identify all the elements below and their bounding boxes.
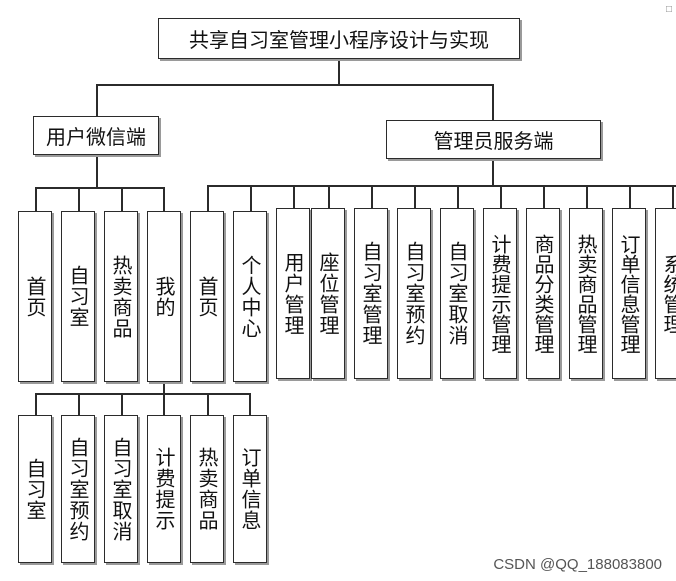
admin-module-system: 系统管理 (655, 208, 676, 379)
connector-line (35, 187, 165, 189)
admin-module-home: 首页 (190, 211, 224, 382)
connector-line (293, 185, 295, 209)
mine-sub-reservation: 自习室预约 (61, 415, 95, 563)
admin-module-reservations: 自习室预约 (397, 208, 431, 379)
connector-line (500, 185, 502, 209)
admin-module-study-rooms: 自习室管理 (354, 208, 388, 379)
admin-module-billing: 计费提示管理 (483, 208, 517, 379)
mine-sub-cancel: 自习室取消 (104, 415, 138, 563)
user-module-hot-products: 热卖商品 (104, 211, 138, 382)
admin-module-profile: 个人中心 (233, 211, 267, 382)
connector-line (121, 187, 123, 212)
connector-line (96, 84, 98, 118)
connector-line (629, 185, 631, 209)
mine-sub-orders: 订单信息 (233, 415, 267, 563)
connector-line (457, 185, 459, 209)
corner-mark-icon (666, 6, 672, 12)
connector-line (207, 393, 209, 415)
admin-branch-node: 管理员服务端 (386, 120, 601, 159)
user-module-home: 首页 (18, 211, 52, 382)
connector-line (163, 393, 165, 415)
admin-module-hot-products: 热卖商品管理 (569, 208, 603, 379)
user-branch-node: 用户微信端 (33, 116, 159, 155)
mine-sub-study-room: 自习室 (18, 415, 52, 563)
connector-line (207, 185, 209, 212)
connector-line (250, 185, 252, 212)
connector-line (96, 84, 494, 86)
mine-sub-hot-products: 热卖商品 (190, 415, 224, 563)
connector-line (543, 185, 545, 209)
connector-line (492, 159, 494, 187)
admin-module-categories: 商品分类管理 (526, 208, 560, 379)
admin-module-orders: 订单信息管理 (612, 208, 646, 379)
root-node: 共享自习室管理小程序设计与实现 (158, 18, 520, 59)
connector-line (371, 185, 373, 209)
connector-line (35, 393, 37, 415)
mine-sub-billing: 计费提示 (147, 415, 181, 563)
user-module-study-room: 自习室 (61, 211, 95, 382)
admin-module-users: 用户管理 (276, 208, 310, 379)
connector-line (121, 393, 123, 415)
connector-line (414, 185, 416, 209)
connector-line (35, 393, 251, 395)
user-module-mine: 我的 (147, 211, 181, 382)
admin-module-cancellations: 自习室取消 (440, 208, 474, 379)
connector-line (163, 187, 165, 212)
watermark: CSDN @QQ_188083800 (493, 556, 662, 573)
connector-line (586, 185, 588, 209)
connector-line (35, 187, 37, 212)
connector-line (78, 393, 80, 415)
connector-line (78, 187, 80, 212)
admin-module-seats: 座位管理 (311, 208, 345, 379)
connector-line (672, 185, 674, 209)
connector-line (328, 185, 330, 209)
connector-line (207, 185, 676, 187)
connector-line (338, 59, 340, 86)
connector-line (249, 393, 251, 415)
connector-line (163, 381, 165, 395)
connector-line (96, 155, 98, 189)
connector-line (492, 84, 494, 120)
